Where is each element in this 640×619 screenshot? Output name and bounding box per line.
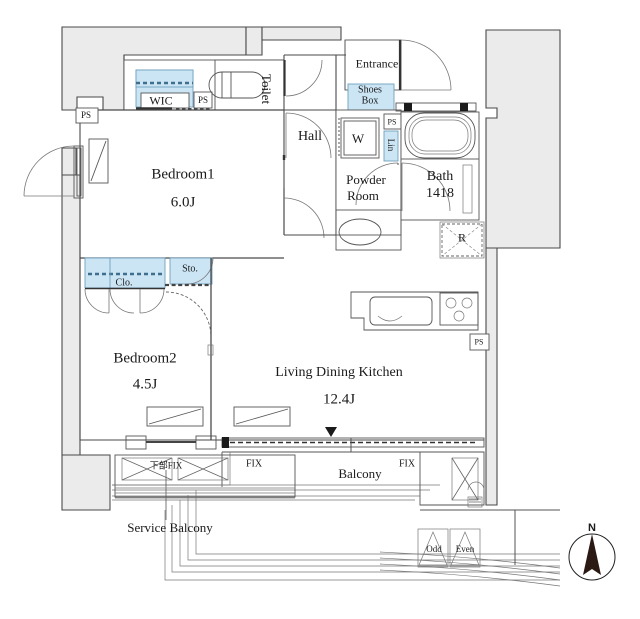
room-size-bath: 1418 [426, 186, 454, 201]
closet-label-clo: Clo. [115, 277, 133, 289]
room-label-bedroom2: Bedroom2 [113, 350, 177, 367]
stair-label-odd: Odd [426, 544, 442, 554]
shoes-box-label-2: Box [361, 95, 379, 107]
room-label-entrance: Entrance [355, 56, 399, 71]
room-label-ldk: Living Dining Kitchen [275, 365, 403, 380]
room-label-hall: Hall [297, 129, 323, 144]
room-label-powder-room-2: Room [347, 188, 379, 203]
fix-label-2: FIX [398, 458, 416, 470]
room-size-bedroom2: 4.5J [132, 376, 158, 393]
washer-label: W [351, 131, 365, 146]
stair-label-even: Even [455, 544, 475, 554]
fix-label-1: FIX [245, 458, 263, 470]
refrigerator-label: R [457, 230, 467, 245]
closet-label-wic: WIC [149, 93, 173, 108]
room-size-bedroom1: 6.0J [170, 194, 196, 211]
storage-label-sto: Sto. [182, 263, 198, 275]
room-label-bath: Bath [426, 169, 454, 184]
shoes-box-label: Shoes [358, 84, 382, 96]
room-label-powder-room: Powder [346, 172, 386, 187]
compass-north-label: N [588, 522, 596, 534]
ps-label-kitchen: PS [474, 337, 484, 347]
ps-label-powder: PS [387, 117, 397, 127]
balcony-label: Balcony [338, 466, 382, 481]
ps-label-wic: PS [197, 95, 209, 105]
service-balcony-label: Service Balcony [127, 520, 213, 535]
linen-label: Lin [386, 138, 396, 152]
fix-label-lower: 下部FIX [149, 460, 183, 471]
room-label-bedroom1: Bedroom1 [151, 166, 215, 183]
room-size-ldk: 12.4J [322, 391, 356, 408]
ps-label-top-left: PS [80, 110, 92, 120]
room-label-toilet: Toilet [259, 73, 274, 105]
